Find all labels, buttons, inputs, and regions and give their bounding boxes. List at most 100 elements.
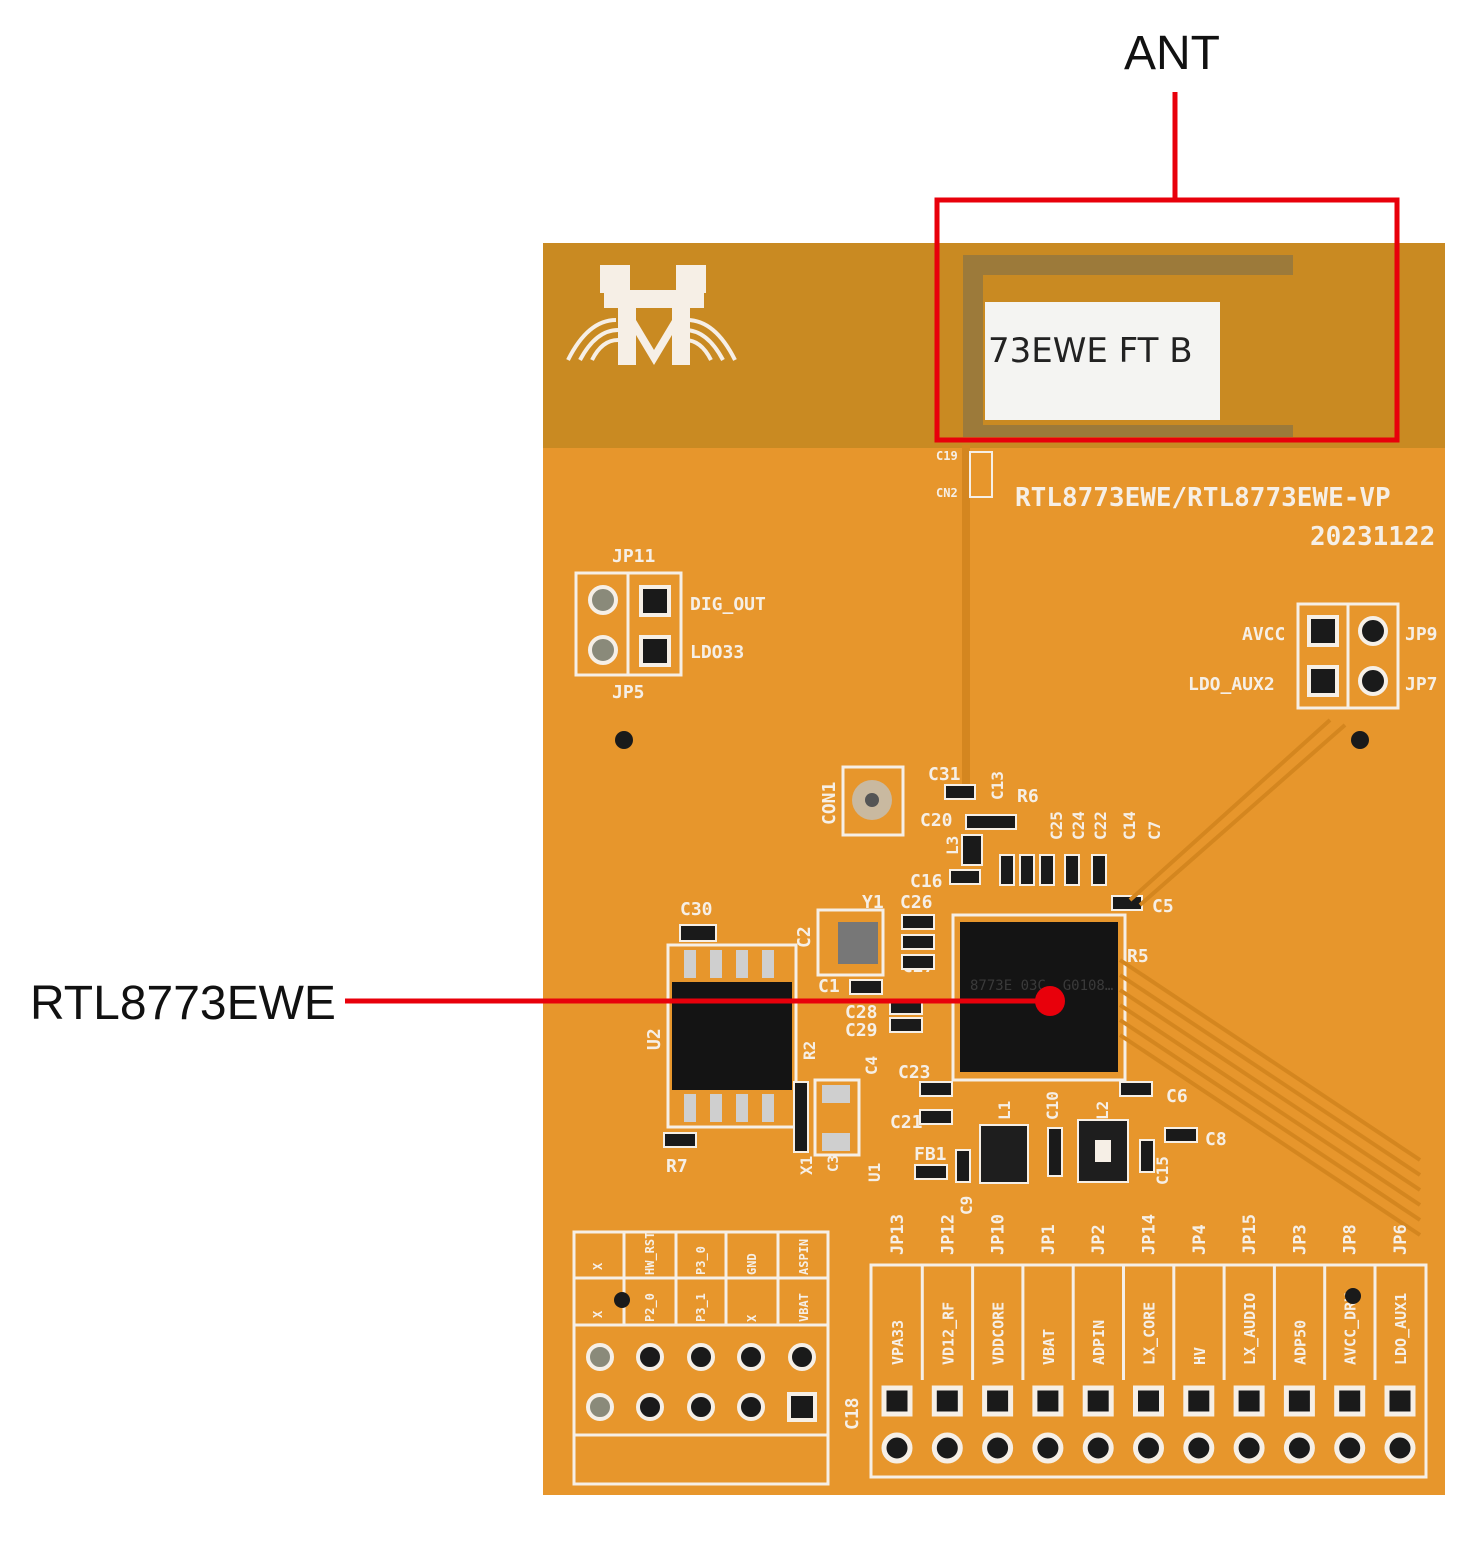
label-l2: L2 xyxy=(1093,1101,1112,1120)
jumper-id-label: JP3 xyxy=(1290,1224,1310,1255)
label-c19: CN2 xyxy=(936,486,958,500)
pcb-board xyxy=(543,243,1445,1495)
crystal-passives xyxy=(849,914,935,1033)
label-c18: C19 xyxy=(936,449,958,463)
antenna-sticker-text: 73EWE FT B xyxy=(988,331,1193,371)
left-header-top-name: JP11 xyxy=(612,546,655,567)
jumper-pin-round xyxy=(982,1432,1014,1464)
grid-r2-c3: P3_1 xyxy=(694,1293,709,1322)
label-c14: C14 xyxy=(1120,811,1139,840)
comp-y1 xyxy=(816,908,885,977)
grid-r1-c1: X xyxy=(591,1262,605,1270)
label-c16: C16 xyxy=(910,871,943,892)
grid-r1-c2: HW_RST xyxy=(643,1232,658,1275)
jumper-id-label: JP1 xyxy=(1039,1224,1059,1255)
right-header-pin-2: LDO_AUX2 xyxy=(1188,674,1275,695)
label-c7: C7 xyxy=(1145,821,1164,840)
jumper-pin-round xyxy=(1032,1432,1064,1464)
jumper-pin-square xyxy=(1032,1385,1064,1417)
label-cn2: C18 xyxy=(842,1397,863,1430)
chip-u2 xyxy=(672,982,792,1090)
comp-c30 xyxy=(679,924,717,942)
label-c22: C22 xyxy=(1091,811,1110,840)
antenna-highlight-box xyxy=(934,197,1400,443)
label-c21: C21 xyxy=(890,1112,923,1133)
right-header-pin-1: AVCC xyxy=(1242,624,1285,645)
jumper-pin-square xyxy=(1133,1385,1164,1417)
jumper-id-label: JP6 xyxy=(1391,1224,1411,1255)
jumper-net-label: VBAT xyxy=(1040,1329,1058,1365)
label-c24: C24 xyxy=(1069,811,1088,840)
comp-u2-outline xyxy=(666,943,798,1129)
jumper-pin-square xyxy=(1334,1385,1366,1417)
jumper-pin-round xyxy=(881,1432,913,1464)
chip-callout-label: RTL8773EWE xyxy=(30,977,336,1030)
label-l3: L3 xyxy=(943,836,962,855)
realtek-logo xyxy=(566,265,737,365)
jumper-id-label: JP10 xyxy=(989,1214,1009,1255)
label-c8: C8 xyxy=(1205,1129,1227,1150)
bottom-left-header: X HW_RST P3_0 GND ASPIN X P2_0 P3_1 X VB… xyxy=(572,1230,830,1486)
label-r6: R6 xyxy=(1017,786,1039,807)
label-c20: C20 xyxy=(920,810,953,831)
jumper-pin-square xyxy=(1283,1385,1315,1417)
antenna-callout xyxy=(934,92,1400,443)
antenna-callout-label: ANT xyxy=(1124,27,1220,80)
jumper-pin-square xyxy=(1384,1385,1416,1417)
label-c1: C1 xyxy=(818,976,840,997)
chip-u1-marking: 8773E 03C… G0108… xyxy=(970,978,1113,994)
fanout-traces xyxy=(1118,718,1422,1237)
jumper-pin-square xyxy=(982,1385,1014,1417)
comp-r7 xyxy=(663,1132,697,1148)
comp-u1-outline xyxy=(951,913,1127,1082)
label-c25: C25 xyxy=(1047,811,1066,840)
right-header-block: AVCC LDO_AUX2 JP9 JP7 xyxy=(1188,602,1438,710)
jumper-net-label: AVCC_DRV xyxy=(1342,1293,1360,1365)
jumper-pin-square xyxy=(1183,1385,1215,1417)
jumper-net-label: VPA33 xyxy=(889,1320,907,1365)
label-x1: C3 xyxy=(826,1155,842,1172)
right-header-bottom-name: JP7 xyxy=(1405,674,1438,695)
power-passives xyxy=(914,1081,1198,1183)
comp-r5 xyxy=(969,451,993,498)
label-c23: C23 xyxy=(898,1062,931,1083)
chip-callout xyxy=(345,986,1065,1016)
jumper-net-label: HV xyxy=(1191,1347,1209,1365)
jumper-pin-round xyxy=(1384,1432,1416,1464)
jumper-pin-square xyxy=(931,1385,963,1417)
label-c26: C26 xyxy=(900,892,933,913)
label-l1: L1 xyxy=(995,1101,1014,1120)
jumper-id-label: JP14 xyxy=(1140,1214,1160,1255)
label-r2: R2 xyxy=(800,1041,819,1060)
chip-callout-dot xyxy=(1035,986,1065,1016)
jumper-pin-square xyxy=(1082,1385,1114,1417)
mounting-hole-left xyxy=(615,731,633,749)
jumper-pin-square xyxy=(1233,1385,1265,1417)
jumper-pin-square xyxy=(881,1385,913,1417)
left-header-block: JP11 DIG_OUT LDO33 JP5 xyxy=(574,546,766,703)
grid-r2-c4: X xyxy=(745,1314,759,1322)
label-r1: X1 xyxy=(797,1156,816,1175)
right-header-top-name: JP9 xyxy=(1405,624,1438,645)
grid-r2-c2: P2_0 xyxy=(643,1293,658,1322)
jumper-pin-round xyxy=(1133,1432,1164,1464)
antenna-trace-bottom xyxy=(963,425,1293,437)
jumper-id-label: JP8 xyxy=(1341,1224,1361,1255)
jumper-pin-round xyxy=(1283,1432,1315,1464)
jumper-pin-round xyxy=(1082,1432,1114,1464)
grid-r2-c5: VBAT xyxy=(797,1293,811,1322)
label-con1: CON1 xyxy=(819,782,840,825)
jumper-pin-round xyxy=(931,1432,963,1464)
label-c10: C10 xyxy=(1043,1091,1062,1120)
grid-r2-c1: X xyxy=(591,1310,605,1318)
mounting-hole-bottom-right xyxy=(1345,1288,1361,1304)
label-c6: C6 xyxy=(1166,1086,1188,1107)
label-c3: U1 xyxy=(865,1163,884,1182)
comp-r1 xyxy=(793,1081,809,1153)
label-u1: R5 xyxy=(1127,946,1149,967)
rf-trace xyxy=(962,445,970,785)
jumper-net-label: LX_CORE xyxy=(1141,1302,1159,1365)
label-c30: C30 xyxy=(680,899,713,920)
label-r7: R7 xyxy=(666,1156,688,1177)
jumper-id-label: JP2 xyxy=(1089,1224,1109,1255)
